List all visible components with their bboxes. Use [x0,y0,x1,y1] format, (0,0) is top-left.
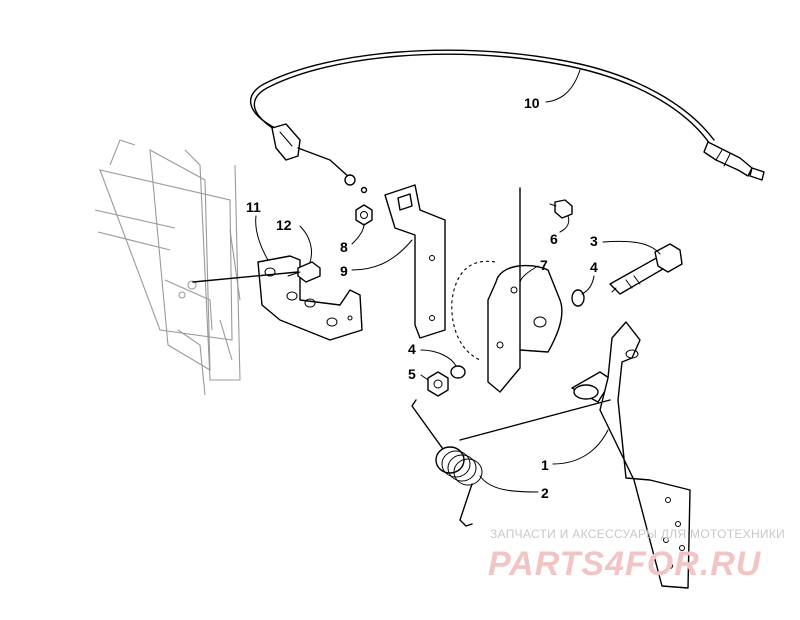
spring [411,399,483,527]
svg-text:5: 5 [408,366,416,382]
svg-text:6: 6 [550,231,558,247]
svg-text:1: 1 [541,457,549,473]
callout-5: 5 [408,366,429,382]
svg-text:2: 2 [541,485,549,501]
nut [355,204,373,226]
svg-text:3: 3 [590,233,598,249]
svg-text:8: 8 [340,239,348,255]
washer-lower [450,365,466,379]
bolt [192,261,321,283]
svg-text:4: 4 [408,341,416,357]
throttle-cable [250,49,765,194]
watermark: ЗАПЧАСТИ И АКСЕССУАРЫ ДЛЯ МОТОТЕХНИКИ PA… [488,527,785,583]
screw [549,199,573,219]
pedal [459,321,691,589]
callout-3: 3 [590,233,661,255]
callout-11: 11 [246,199,269,261]
callout-4a: 4 [581,259,598,295]
callout-2: 2 [479,475,549,501]
washer-upper [571,289,585,307]
svg-text:12: 12 [276,217,292,233]
callouts: 1 2 3 4 4 5 6 7 [246,69,661,501]
callout-9: 9 [340,239,413,279]
pedal-bracket [487,187,563,393]
svg-text:11: 11 [246,199,261,215]
mounting-bracket [257,255,363,341]
svg-text:7: 7 [540,257,548,273]
svg-text:9: 9 [340,263,348,279]
callout-4b: 4 [408,341,457,367]
frame-structure [94,139,241,396]
cable-bracket [384,184,446,339]
callout-8: 8 [340,223,365,255]
watermark-logo: PARTS4FOR.RU [488,545,762,583]
svg-text:10: 10 [524,95,540,111]
shoulder-bolt [609,243,683,295]
lock-nut [427,371,449,397]
callout-10: 10 [524,69,581,111]
dashed-spring-outline [451,260,496,361]
callout-12: 12 [276,217,313,263]
watermark-text: ЗАПЧАСТИ И АКСЕССУАРЫ ДЛЯ МОТОТЕХНИКИ [490,527,785,541]
callout-7: 7 [519,257,548,283]
callout-1: 1 [541,429,609,473]
callout-6: 6 [550,215,570,247]
svg-text:4: 4 [590,259,598,275]
